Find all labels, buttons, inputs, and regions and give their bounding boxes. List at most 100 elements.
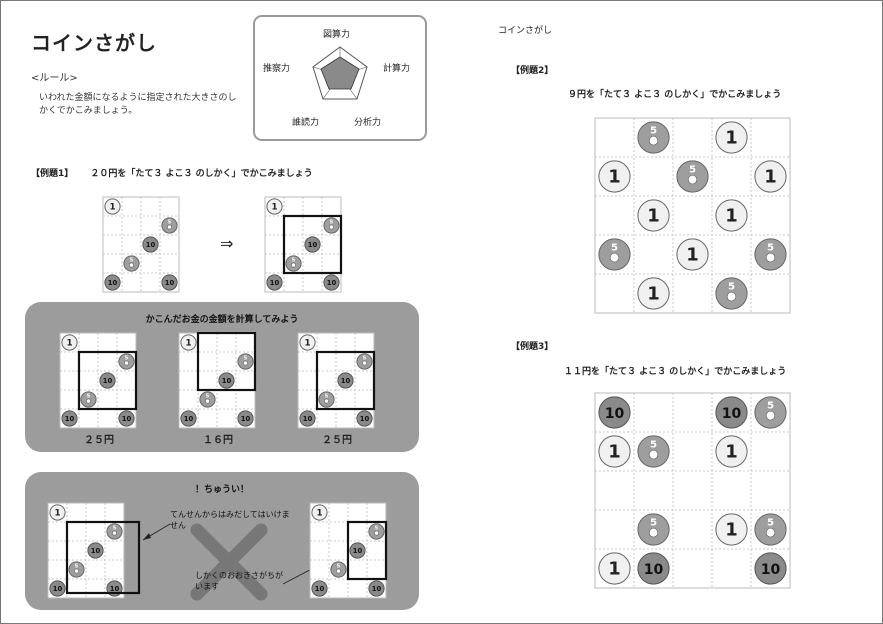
coin-1-icon: 1 bbox=[311, 504, 328, 521]
radar-label-right: 計算力 bbox=[383, 64, 411, 74]
selection-frame bbox=[315, 350, 376, 411]
svg-text:10: 10 bbox=[315, 585, 325, 593]
coin-10-icon: 10 bbox=[237, 410, 254, 427]
coin-10-icon: 10 bbox=[180, 410, 197, 427]
coin-10-icon: 10 bbox=[715, 396, 748, 429]
caution-note-1: てんせんからはみだしてはいけません bbox=[170, 510, 290, 530]
coin-10-icon: 10 bbox=[337, 372, 354, 389]
example1-heading: 【例題1】 ２０円を「たて３ よこ３ のしかく」でかこみましょう bbox=[31, 166, 313, 179]
coin-10-icon: 10 bbox=[598, 396, 631, 429]
svg-text:10: 10 bbox=[372, 585, 382, 593]
selection-frame bbox=[65, 520, 141, 595]
svg-text:10: 10 bbox=[165, 279, 175, 287]
svg-text:10: 10 bbox=[65, 415, 75, 423]
svg-text:10: 10 bbox=[341, 377, 351, 385]
coin-5-icon: 5 bbox=[356, 353, 373, 370]
calc-panel-title: かこんだお金の金額を計算してみよう bbox=[145, 315, 299, 325]
svg-text:1: 1 bbox=[647, 284, 659, 305]
svg-text:10: 10 bbox=[353, 547, 363, 555]
svg-text:10: 10 bbox=[761, 562, 781, 578]
coin-5-icon: 5 bbox=[161, 217, 178, 234]
svg-text:10: 10 bbox=[722, 406, 742, 422]
coin-5-icon: 5 bbox=[637, 435, 670, 468]
coin-1-icon: 1 bbox=[598, 435, 631, 468]
svg-text:5: 5 bbox=[650, 518, 657, 529]
coin-10-icon: 10 bbox=[323, 274, 340, 291]
coin-1-icon: 1 bbox=[299, 334, 316, 351]
radar-chart bbox=[312, 46, 368, 100]
svg-text:10: 10 bbox=[644, 562, 664, 578]
caution-panel-title: ！ちゅうい！ bbox=[194, 485, 249, 495]
coin-5-icon: 5 bbox=[330, 561, 347, 578]
svg-text:1: 1 bbox=[686, 245, 698, 266]
coin-1-icon: 1 bbox=[637, 277, 670, 310]
coin-10-icon: 10 bbox=[49, 580, 66, 597]
svg-text:5: 5 bbox=[337, 564, 341, 570]
coin-1-icon: 1 bbox=[637, 199, 670, 232]
svg-text:5: 5 bbox=[206, 394, 210, 400]
svg-text:1: 1 bbox=[54, 509, 60, 519]
caution-note-2: しかくのおおきさがちがいます bbox=[195, 571, 283, 591]
svg-text:10: 10 bbox=[241, 415, 251, 423]
coin-10-icon: 10 bbox=[356, 410, 373, 427]
coin-10-icon: 10 bbox=[266, 274, 283, 291]
svg-text:1: 1 bbox=[725, 442, 737, 463]
svg-text:5: 5 bbox=[728, 282, 735, 293]
svg-text:5: 5 bbox=[689, 165, 696, 176]
svg-text:1: 1 bbox=[185, 339, 191, 349]
svg-text:1: 1 bbox=[725, 520, 737, 541]
radar-label-bottom-left: 誰読力 bbox=[292, 118, 320, 128]
caution-arrows bbox=[142, 523, 325, 585]
coin-5-icon: 5 bbox=[318, 391, 335, 408]
rule-heading: <ルール> bbox=[31, 73, 78, 84]
cross-mark-icon bbox=[190, 523, 268, 601]
coin-5-icon: 5 bbox=[637, 121, 670, 154]
coin-10-icon: 10 bbox=[142, 236, 159, 253]
coin-5-icon: 5 bbox=[754, 238, 787, 271]
svg-text:5: 5 bbox=[130, 258, 134, 264]
coin-5-icon: 5 bbox=[368, 523, 385, 540]
svg-text:1: 1 bbox=[109, 203, 115, 213]
coin-5-icon: 5 bbox=[80, 391, 97, 408]
svg-text:1: 1 bbox=[608, 167, 620, 188]
svg-text:10: 10 bbox=[303, 415, 313, 423]
coin-5-icon: 5 bbox=[237, 353, 254, 370]
coin-10-icon: 10 bbox=[87, 542, 104, 559]
svg-text:1: 1 bbox=[304, 339, 310, 349]
svg-text:1: 1 bbox=[66, 339, 72, 349]
svg-text:10: 10 bbox=[327, 279, 337, 287]
coin-1-icon: 1 bbox=[104, 198, 121, 215]
example1-label: 【例題1】 bbox=[31, 169, 74, 179]
coin-1-icon: 1 bbox=[180, 334, 197, 351]
svg-text:5: 5 bbox=[767, 518, 774, 529]
calc-caption-1: ２５円 bbox=[84, 435, 114, 446]
svg-text:5: 5 bbox=[767, 401, 774, 412]
svg-text:10: 10 bbox=[222, 377, 232, 385]
coin-1-icon: 1 bbox=[598, 552, 631, 585]
svg-text:10: 10 bbox=[103, 377, 113, 385]
example1-arrow: ⇒ bbox=[220, 234, 234, 253]
coin-10-icon: 10 bbox=[218, 372, 235, 389]
svg-text:1: 1 bbox=[271, 203, 277, 213]
svg-text:10: 10 bbox=[122, 415, 132, 423]
svg-text:10: 10 bbox=[91, 547, 101, 555]
coin-5-icon: 5 bbox=[637, 513, 670, 546]
svg-text:10: 10 bbox=[184, 415, 194, 423]
coin-10-icon: 10 bbox=[61, 410, 78, 427]
coin-1-icon: 1 bbox=[266, 198, 283, 215]
coin-10-icon: 10 bbox=[304, 236, 321, 253]
svg-text:1: 1 bbox=[647, 206, 659, 227]
svg-text:10: 10 bbox=[270, 279, 280, 287]
coin-5-icon: 5 bbox=[285, 255, 302, 272]
svg-text:5: 5 bbox=[363, 356, 367, 362]
coin-1-icon: 1 bbox=[754, 160, 787, 193]
svg-text:1: 1 bbox=[608, 559, 620, 580]
